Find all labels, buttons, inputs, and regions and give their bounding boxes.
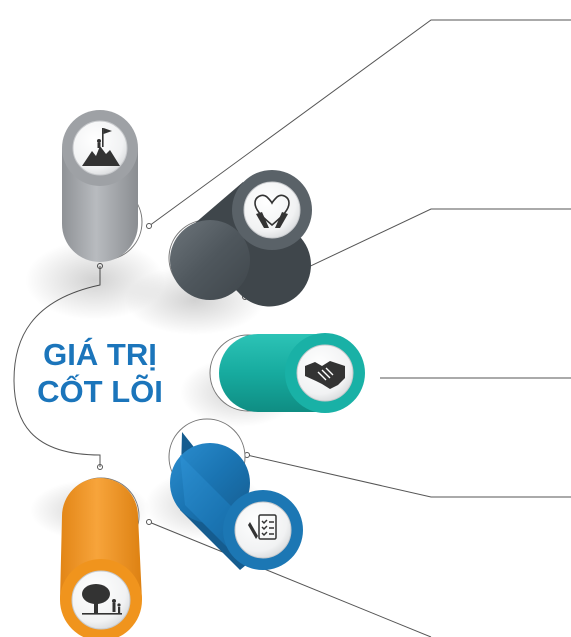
value-pillar-tree [30,477,150,637]
core-values-title: GIÁ TRỊ CỐT LÕI [20,336,180,410]
tree-family-icon [82,584,122,615]
handshake-icon [305,361,345,389]
value-pillar-checklist [145,418,303,570]
value-pillar-heart [125,170,312,335]
heart-in-hands-icon [254,194,290,228]
title-line-2: CỐT LÕI [37,374,163,409]
checklist-pen-icon [248,514,277,540]
connector-line-4 [246,454,571,498]
value-pillar-mountain [25,110,165,320]
value-pillar-handshake [180,333,365,427]
mountain-summit-flag-icon [82,128,120,166]
connector-line-5 [148,521,432,637]
connector-line-1 [148,19,571,227]
title-line-1: GIÁ TRỊ [43,337,157,372]
